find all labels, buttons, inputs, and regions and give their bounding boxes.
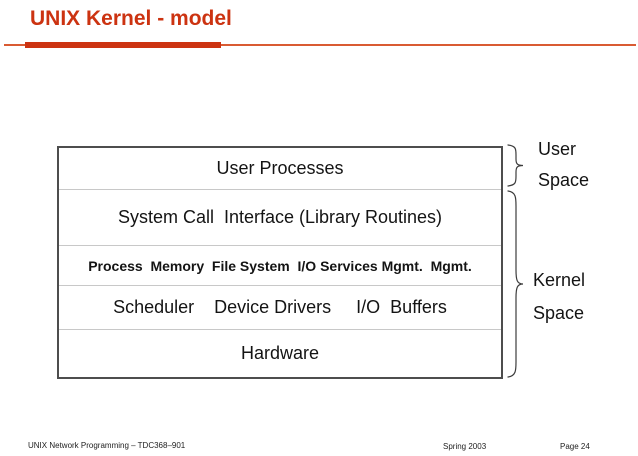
layer-user-processes: User Processes	[59, 148, 501, 189]
layer-user-processes-label: User Processes	[216, 158, 344, 178]
footer-page-number: Page 24	[560, 442, 590, 451]
title-underline-thin	[4, 44, 636, 46]
title-underline-thick	[25, 42, 221, 48]
kernel-model-diagram: User Processes System Call Interface (Li…	[57, 146, 503, 379]
kernel-space-label: Kernel Space	[533, 264, 585, 330]
kernel-space-label-line2: Space	[533, 303, 585, 323]
layer-kernel-components-label: Scheduler Device Drivers I/O Buffers	[113, 297, 447, 317]
layer-system-call-interface-label: System Call Interface (Library Routines)	[117, 207, 443, 227]
layer-system-call-interface: System Call Interface (Library Routines)	[59, 189, 501, 245]
layer-hardware: Hardware	[59, 329, 501, 377]
layer-kernel-services: Process Memory File System I/O Services …	[59, 245, 501, 285]
slide-title: UNIX Kernel - model	[30, 7, 232, 30]
kernel-space-label-line1: Kernel	[533, 270, 586, 290]
user-space-label-line1: User	[538, 139, 577, 159]
footer-course-title: UNIX Network Programming – TDC368–901	[28, 441, 186, 450]
footer-term: Spring 2003	[443, 442, 487, 451]
user-space-label: User Space	[538, 134, 589, 196]
layer-kernel-components: Scheduler Device Drivers I/O Buffers	[59, 285, 501, 329]
layer-hardware-label: Hardware	[240, 343, 320, 363]
kernel-space-brace-icon	[507, 190, 524, 378]
user-space-label-line2: Space	[538, 170, 590, 190]
user-space-brace-icon	[507, 144, 524, 187]
layer-kernel-services-label: Process Memory File System I/O Services …	[88, 257, 472, 274]
